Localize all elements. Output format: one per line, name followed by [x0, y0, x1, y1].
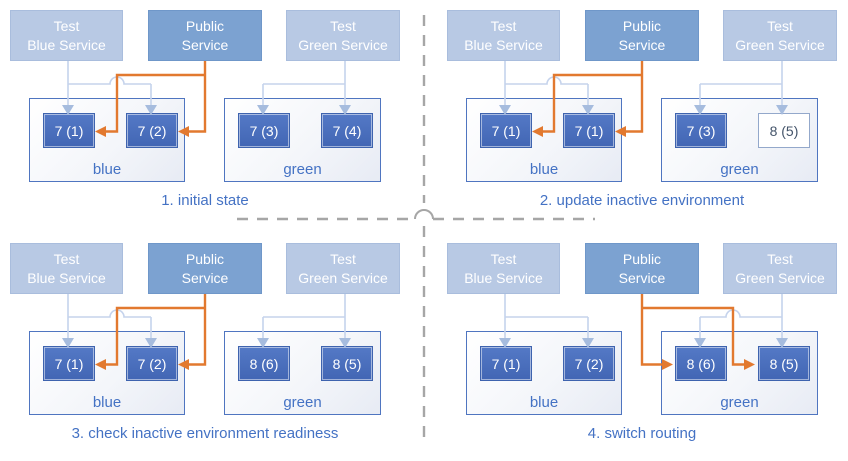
pod: 8 (6) [238, 346, 290, 381]
service-label-line: Green Service [298, 36, 388, 53]
service-label-line: Test [330, 17, 356, 34]
service-label-line: Blue Service [27, 36, 106, 53]
test-green-service-box: Test Green Service [723, 10, 837, 61]
pod: 7 (1) [563, 113, 615, 148]
service-label-line: Service [618, 36, 666, 53]
panel-caption: 1. initial state [161, 192, 249, 209]
service-label-line: Test [53, 17, 80, 34]
pod: 7 (2) [126, 113, 178, 148]
service-label-line: Test [53, 250, 80, 267]
service-label-line: Blue Service [464, 269, 543, 286]
blue-environment-box: 7 (1) 7 (1) blue [466, 98, 622, 182]
service-label-line: Green Service [735, 36, 825, 53]
test-green-service-box: Test Green Service [286, 10, 400, 61]
service-label-line: Service [181, 269, 229, 286]
service-label-line: Blue Service [27, 269, 106, 286]
environment-label: blue [529, 161, 559, 178]
panel-caption: 3. check inactive environment readiness [71, 425, 339, 442]
service-label-line: Blue Service [464, 36, 543, 53]
pod: 7 (3) [238, 113, 290, 148]
pod: 8 (6) [675, 346, 727, 381]
blue-environment-box: 7 (1) 7 (2) blue [466, 331, 622, 415]
test-blue-service-box: Test Blue Service [447, 10, 560, 61]
environment-label: green [283, 161, 322, 178]
panel-check-inactive-environment-readiness: Test Blue Service Public Service Test Gr… [0, 233, 424, 461]
service-label-line: Public [185, 17, 225, 34]
pod: 7 (4) [321, 113, 373, 148]
environment-label: green [283, 394, 322, 411]
service-label-line: Test [490, 17, 517, 34]
pod: 8 (5) [321, 346, 373, 381]
environment-label: blue [92, 394, 122, 411]
test-blue-service-box: Test Blue Service [10, 10, 123, 61]
pod: 8 (5) [758, 346, 810, 381]
service-label-line: Green Service [298, 269, 388, 286]
pod: 7 (1) [43, 113, 95, 148]
green-environment-box: 8 (6) 8 (5) green [661, 331, 818, 415]
pod: 7 (3) [675, 113, 727, 148]
service-label-line: Service [618, 269, 666, 286]
blue-environment-box: 7 (1) 7 (2) blue [29, 331, 185, 415]
test-green-service-box: Test Green Service [286, 243, 400, 294]
pod: 7 (1) [43, 346, 95, 381]
pod: 7 (1) [480, 113, 532, 148]
panel-switch-routing: Test Blue Service Public Service Test Gr… [437, 233, 848, 461]
panel-update-inactive-environment: Test Blue Service Public Service Test Gr… [437, 0, 848, 228]
public-service-box: Public Service [148, 10, 262, 61]
green-environment-box: 8 (6) 8 (5) green [224, 331, 381, 415]
test-green-service-box: Test Green Service [723, 243, 837, 294]
service-label-line: Test [767, 250, 793, 267]
service-label-line: Test [490, 250, 517, 267]
panel-caption: 4. switch routing [587, 425, 697, 442]
service-label-line: Test [767, 17, 793, 34]
service-label-line: Public [622, 250, 662, 267]
environment-label: blue [529, 394, 559, 411]
blue-environment-box: 7 (1) 7 (2) blue [29, 98, 185, 182]
service-label-line: Public [185, 250, 225, 267]
environment-label: green [720, 394, 759, 411]
service-label-line: Green Service [735, 269, 825, 286]
panel-initial-state: Test Blue Service Public Service Test Gr… [0, 0, 424, 228]
pod: 8 (5) [758, 113, 810, 148]
pod: 7 (2) [563, 346, 615, 381]
service-label-line: Public [622, 17, 662, 34]
public-service-box: Public Service [148, 243, 262, 294]
service-label-line: Service [181, 36, 229, 53]
test-blue-service-box: Test Blue Service [447, 243, 560, 294]
public-service-box: Public Service [585, 10, 699, 61]
test-blue-service-box: Test Blue Service [10, 243, 123, 294]
service-label-line: Test [330, 250, 356, 267]
green-environment-box: 7 (3) 8 (5) green [661, 98, 818, 182]
environment-label: blue [92, 161, 122, 178]
environment-label: green [720, 161, 759, 178]
public-service-box: Public Service [585, 243, 699, 294]
green-environment-box: 7 (3) 7 (4) green [224, 98, 381, 182]
panel-caption: 2. update inactive environment [539, 192, 745, 209]
pod: 7 (2) [126, 346, 178, 381]
pod: 7 (1) [480, 346, 532, 381]
